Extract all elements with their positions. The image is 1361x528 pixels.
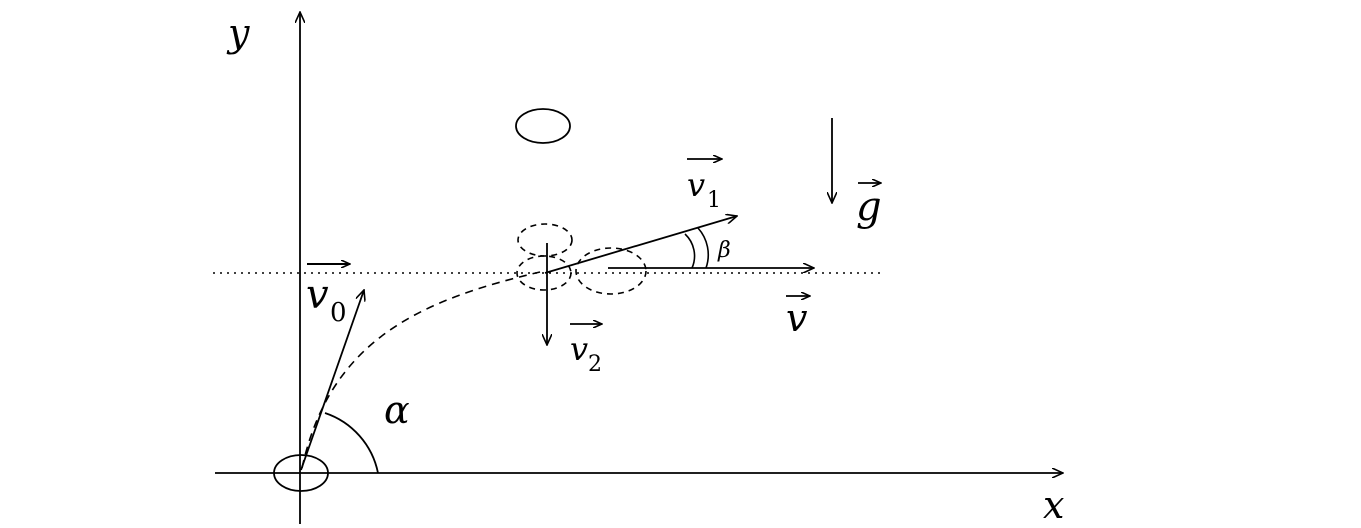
- v2-label-subscript: 2: [588, 352, 602, 377]
- alpha-label: α: [384, 388, 410, 432]
- ball-start: [273, 454, 329, 492]
- y-axis-label: y: [226, 11, 250, 55]
- v0-label: v: [306, 272, 329, 318]
- ball-upper: [515, 108, 571, 144]
- v1-label: v: [687, 166, 705, 204]
- g-label: g: [856, 184, 882, 230]
- x-axis-label: x: [1043, 483, 1064, 527]
- v2-label: v: [570, 330, 588, 368]
- alpha-arc: [324, 412, 379, 474]
- beta-arc-inner: [684, 233, 696, 269]
- v1-vector: [544, 216, 737, 274]
- v-label: v: [786, 296, 808, 340]
- v0-vector: [300, 290, 364, 471]
- ball-collision-right-dashed: [575, 247, 647, 295]
- v0-label-subscript: 0: [330, 298, 347, 328]
- ball-collision-upper-dashed: [517, 223, 573, 257]
- projectile-trajectory: [301, 271, 541, 469]
- ball-collision-dashed: [516, 255, 572, 291]
- beta-label: β: [717, 238, 731, 263]
- beta-arc-outer: [697, 227, 710, 269]
- v1-label-subscript: 1: [707, 188, 721, 213]
